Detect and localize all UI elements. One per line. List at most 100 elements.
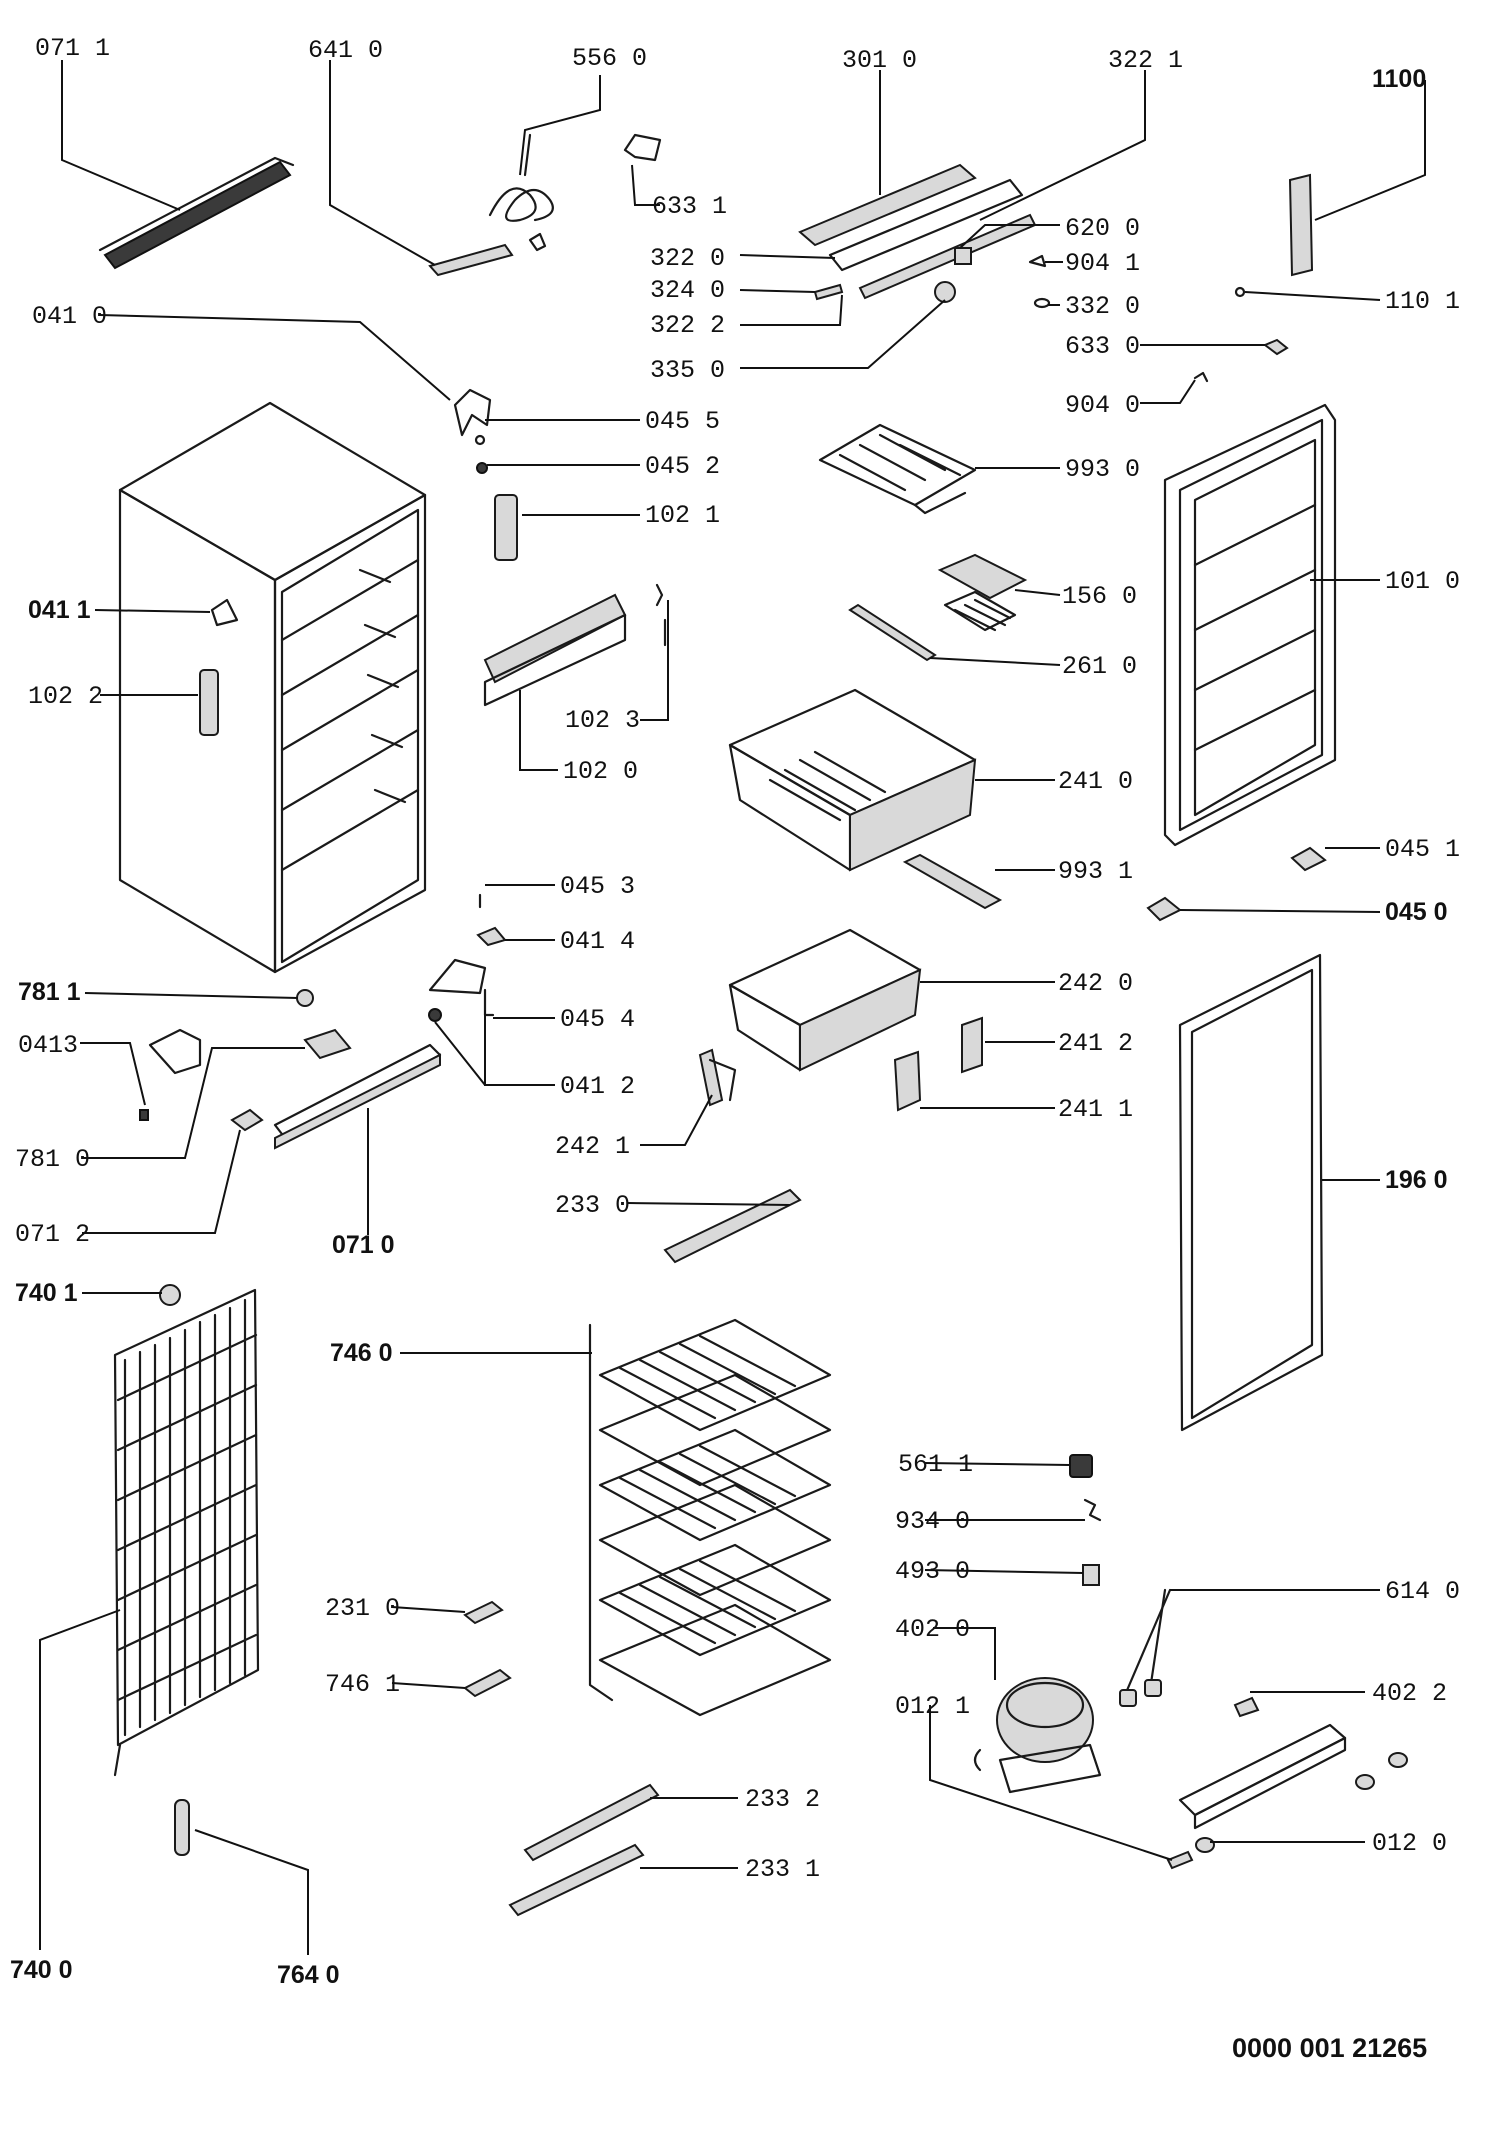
callout-242-0: 242 0 — [1058, 969, 1133, 998]
callout-641-0: 641 0 — [308, 36, 383, 65]
part-hinge-1100 — [1288, 173, 1314, 277]
callout-740-0: 740 0 — [10, 1956, 73, 1984]
callout-904-0: 904 0 — [1065, 391, 1140, 420]
callout-993-0: 993 0 — [1065, 455, 1140, 484]
callout-231-0: 231 0 — [325, 1594, 400, 1623]
callout-071-2: 071 2 — [15, 1220, 90, 1249]
part-hinge-102-1 — [494, 494, 518, 561]
callout-045-3: 045 3 — [560, 872, 635, 901]
callout-102-3: 102 3 — [565, 706, 640, 735]
callout-493-0: 493 0 — [895, 1557, 970, 1586]
callout-233-1: 233 1 — [745, 1855, 820, 1884]
callout-110-1: 110 1 — [1385, 287, 1460, 316]
part-front-plate-102 — [483, 583, 667, 707]
leader-lines — [39, 60, 1426, 1955]
callout-102-1: 102 1 — [645, 501, 720, 530]
callout-156-0: 156 0 — [1062, 582, 1137, 611]
part-rail-233-0 — [663, 1188, 802, 1264]
callout-402-2: 402 2 — [1372, 1679, 1447, 1708]
part-spring-556 — [488, 133, 554, 222]
callout-045-1: 045 1 — [1385, 835, 1460, 864]
part-small-plate-641 — [428, 232, 547, 277]
callout-233-0: 233 0 — [555, 1191, 630, 1220]
part-relays-614 — [1119, 1588, 1172, 1707]
part-top-rail — [98, 156, 295, 270]
callout-781-0: 781 0 — [15, 1145, 90, 1174]
part-wire-baskets-746 — [588, 1318, 832, 1717]
callout-071-0: 071 0 — [332, 1231, 395, 1259]
callout-764-0: 764 0 — [277, 1961, 340, 1989]
callout-1100: 1100 — [1372, 65, 1426, 93]
callout-045-5: 045 5 — [645, 407, 720, 436]
callout-261-0: 261 0 — [1062, 652, 1137, 681]
callout-012-0: 012 0 — [1372, 1829, 1447, 1858]
callout-301-0: 301 0 — [842, 46, 917, 75]
callout-241-1: 241 1 — [1058, 1095, 1133, 1124]
callout-614-0: 614 0 — [1385, 1577, 1460, 1606]
part-drawer-242 — [728, 928, 922, 1072]
callout-633-0: 633 0 — [1065, 332, 1140, 361]
callout-332-0: 332 0 — [1065, 292, 1140, 321]
callout-012-1: 012 1 — [895, 1692, 970, 1721]
part-condenser-740 — [113, 1284, 260, 1777]
callout-746-1: 746 1 — [325, 1670, 400, 1699]
callout-322-1: 322 1 — [1108, 46, 1183, 75]
callout-904-1: 904 1 — [1065, 249, 1140, 278]
callout-561-1: 561 1 — [898, 1450, 973, 1479]
callout-041-4: 041 4 — [560, 927, 635, 956]
callout-402-0: 402 0 — [895, 1615, 970, 1644]
part-small-pieces-231-746 — [463, 1600, 512, 1698]
callout-242-1: 242 1 — [555, 1132, 630, 1161]
part-electrical-components — [1069, 1454, 1102, 1586]
part-small-fasteners — [1028, 254, 1289, 383]
callout-241-0: 241 0 — [1058, 767, 1133, 796]
callout-196-0: 196 0 — [1385, 1166, 1448, 1194]
callout-071-1: 071 1 — [35, 34, 110, 63]
parts-illustrations — [98, 133, 1408, 1917]
part-drawer-clips — [893, 1016, 983, 1112]
callout-241-2: 241 2 — [1058, 1029, 1133, 1058]
part-rails-233 — [508, 1783, 660, 1917]
basket-wires — [598, 1318, 832, 1717]
document-number: 0000 001 21265 — [1232, 2033, 1427, 2063]
part-grille-993 — [818, 423, 977, 515]
callout-045-0: 045 0 — [1385, 898, 1448, 926]
callout-102-2: 102 2 — [28, 682, 103, 711]
part-rod-261 — [848, 603, 937, 662]
part-gasket-196 — [1178, 953, 1324, 1432]
callout-041-2: 041 2 — [560, 1072, 635, 1101]
part-cabinet — [118, 401, 427, 974]
callout-labels: 071 1 641 0 556 0 301 0 322 1 1100 633 1… — [10, 34, 1460, 2063]
part-bottom-front-group — [139, 989, 442, 1150]
callout-620-0: 620 0 — [1065, 214, 1140, 243]
callout-934-0: 934 0 — [895, 1507, 970, 1536]
callout-993-1: 993 1 — [1058, 857, 1133, 886]
condenser-coils — [116, 1298, 258, 1737]
callout-045-2: 045 2 — [645, 452, 720, 481]
callout-0413: 0413 — [18, 1031, 78, 1060]
callout-041-0: 041 0 — [32, 302, 107, 331]
callout-322-2: 322 2 — [650, 311, 725, 340]
part-clip-633-1 — [623, 133, 662, 162]
callout-045-4: 045 4 — [560, 1005, 635, 1034]
callout-041-1: 041 1 — [28, 596, 91, 624]
part-dryer-764 — [174, 1799, 190, 1856]
callout-781-1: 781 1 — [18, 978, 81, 1006]
part-ice-tray-156 — [937, 553, 1028, 632]
callout-102-0: 102 0 — [563, 757, 638, 786]
part-hinge-242-1 — [698, 1048, 737, 1107]
part-door-brackets — [1146, 846, 1327, 922]
callout-233-2: 233 2 — [745, 1785, 820, 1814]
callout-101-0: 101 0 — [1385, 567, 1460, 596]
callout-556-0: 556 0 — [572, 44, 647, 73]
part-drawer-241 — [728, 688, 977, 872]
callout-740-1: 740 1 — [15, 1279, 78, 1307]
callout-335-0: 335 0 — [650, 356, 725, 385]
callout-746-0: 746 0 — [330, 1339, 393, 1367]
part-compressor-mounts — [1166, 1696, 1408, 1870]
part-hinge-bar-assembly — [798, 163, 1037, 303]
callout-322-0: 322 0 — [650, 244, 725, 273]
callout-633-1: 633 1 — [652, 192, 727, 221]
part-lower-hinge-group — [428, 893, 507, 1022]
